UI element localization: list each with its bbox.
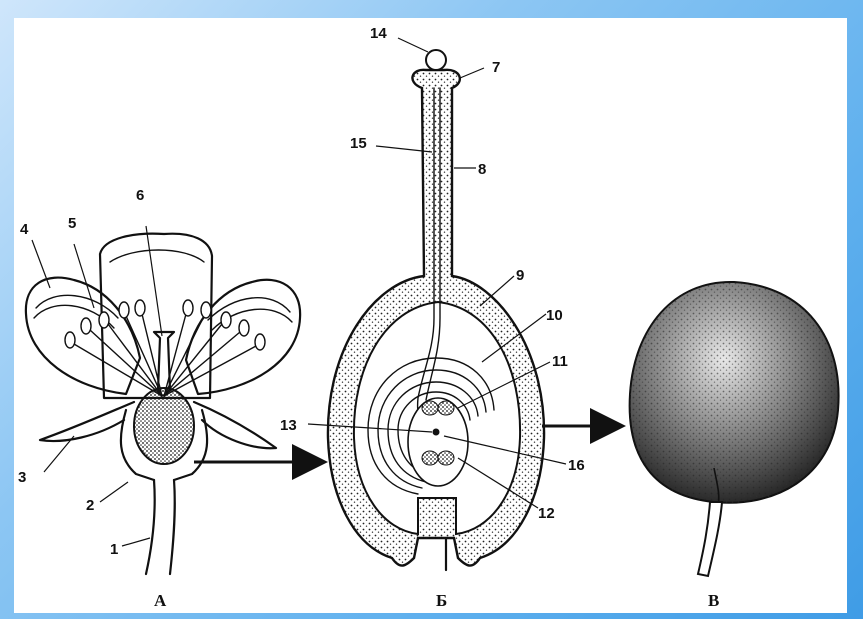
caption-flower: А: [154, 591, 167, 610]
flower-drawing: [26, 234, 300, 574]
fruit-drawing: [630, 282, 839, 576]
label-5: 5: [68, 215, 76, 232]
label-7: 7: [492, 59, 500, 76]
caption-fruit: В: [708, 591, 719, 610]
label-4: 4: [20, 221, 29, 238]
label-8: 8: [478, 161, 486, 178]
diagram-panel: 1 2 3 4 5 6 7 8 9 10 11 12 13 14 15 16 А…: [14, 18, 847, 613]
label-13: 13: [280, 417, 297, 434]
label-9: 9: [516, 267, 524, 284]
label-15: 15: [350, 135, 367, 152]
label-11: 11: [552, 353, 568, 370]
caption-ovary-section: Б: [436, 591, 447, 610]
label-1: 1: [110, 541, 118, 558]
label-12: 12: [538, 505, 555, 522]
label-16: 16: [568, 457, 585, 474]
label-3: 3: [18, 469, 26, 486]
label-6: 6: [136, 187, 144, 204]
label-14: 14: [370, 25, 387, 42]
flower-to-fruit-diagram: 1 2 3 4 5 6 7 8 9 10 11 12 13 14 15 16 А…: [14, 18, 847, 613]
label-2: 2: [86, 497, 94, 514]
label-10: 10: [546, 307, 563, 324]
